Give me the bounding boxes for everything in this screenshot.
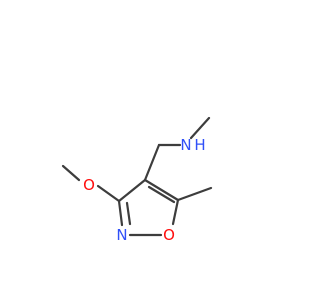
atom-labels: N H O N O bbox=[83, 136, 206, 244]
atom-o-methoxy: O bbox=[83, 176, 95, 194]
bond-c3-c4 bbox=[117, 178, 147, 203]
bond-n-methyl bbox=[189, 116, 211, 140]
atom-nh-n: N bbox=[180, 136, 191, 154]
bond-o-methoxy-methyl bbox=[61, 164, 81, 182]
bond-c3-o-methoxy bbox=[96, 184, 121, 203]
bond-c5-methyl bbox=[176, 186, 213, 202]
bond-c5-o-ring bbox=[171, 198, 180, 226]
atom-o-ring: O bbox=[163, 226, 175, 244]
bond-n-c3 bbox=[117, 199, 124, 227]
atom-nh-h: H bbox=[194, 136, 205, 154]
structure-diagram: N H O N O bbox=[61, 116, 213, 244]
bonds bbox=[61, 116, 213, 237]
bond-c4-c5 bbox=[143, 178, 180, 202]
bond-c4-ch2 bbox=[143, 143, 161, 182]
bond-n-c3-second bbox=[125, 201, 132, 226]
atom-n-ring: N bbox=[116, 226, 127, 244]
bond-c4-c5-second bbox=[147, 185, 176, 204]
